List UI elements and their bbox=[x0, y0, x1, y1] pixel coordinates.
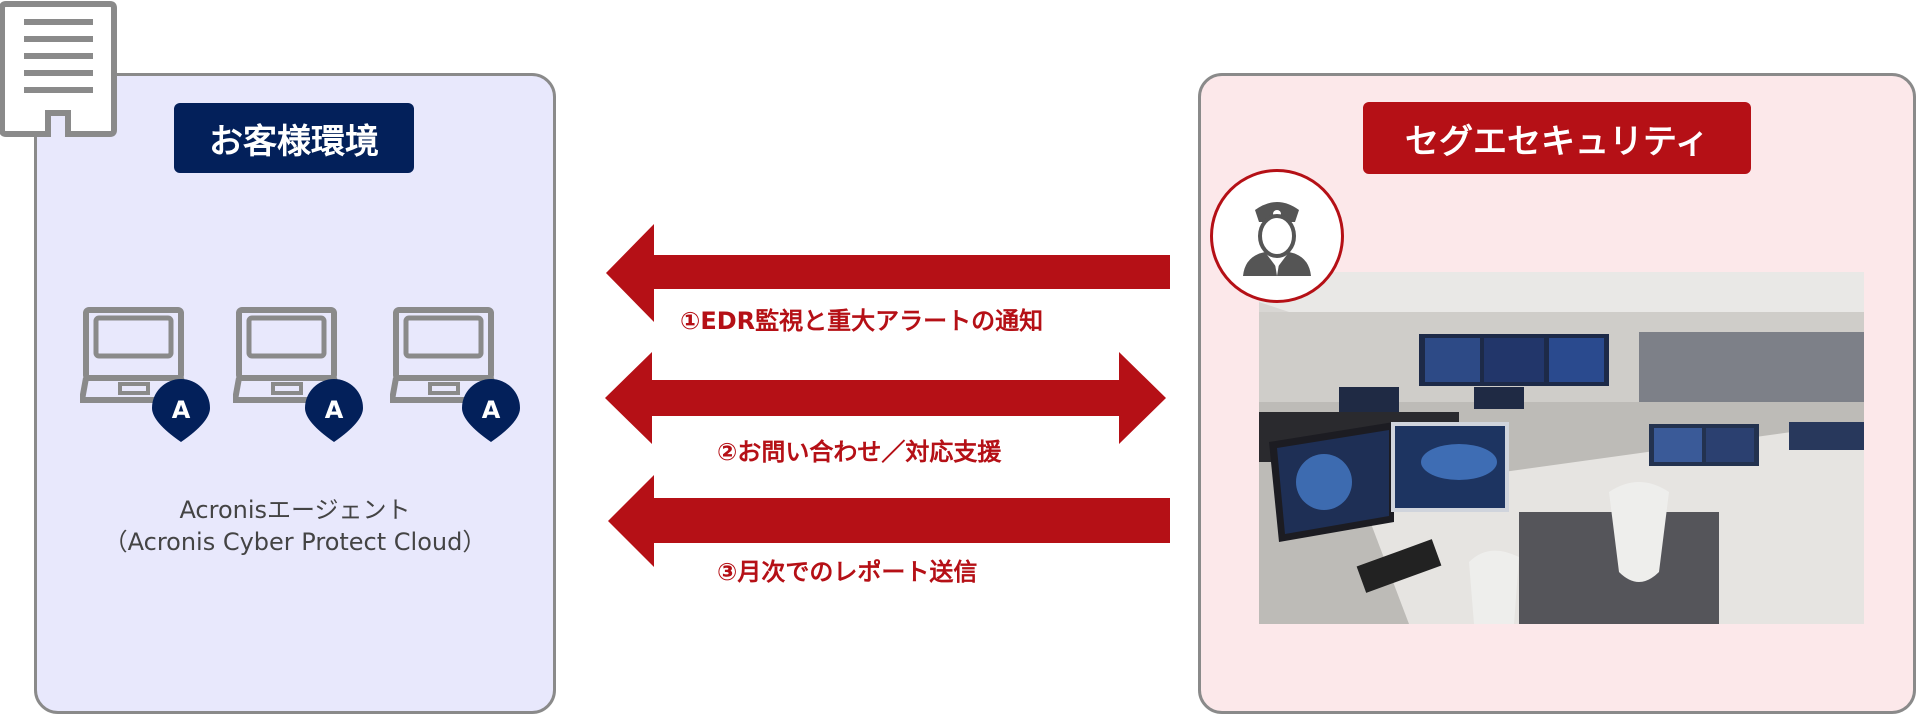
acronis-pin-icon: A bbox=[152, 379, 210, 442]
security-guard-avatar bbox=[1210, 169, 1344, 303]
agent-product-label: （Acronis Cyber Protect Cloud） bbox=[103, 528, 487, 556]
acronis-pin-icon: A bbox=[305, 379, 363, 442]
soc-room-photo bbox=[1259, 272, 1864, 624]
pin-letter: A bbox=[482, 396, 501, 424]
laptop-with-agent: A bbox=[78, 300, 210, 464]
laptop-with-agent: A bbox=[231, 300, 363, 464]
arrow-left-report bbox=[608, 475, 1170, 567]
segue-security-title: セグエセキュリティ bbox=[1363, 102, 1751, 174]
customer-environment-title: お客様環境 bbox=[174, 103, 414, 173]
building-document-icon bbox=[0, 1, 117, 137]
flow-label-report: ③月次でのレポート送信 bbox=[717, 558, 978, 586]
flow-label-support: ②お問い合わせ／対応支援 bbox=[717, 438, 1002, 466]
laptop-with-agent: A bbox=[388, 300, 520, 464]
acronis-pin-icon: A bbox=[462, 379, 520, 442]
security-guard-icon bbox=[1243, 202, 1311, 276]
pin-letter: A bbox=[325, 396, 344, 424]
flow-label-notification: ①EDR監視と重大アラートの通知 bbox=[680, 307, 1044, 335]
arrow-left-notification bbox=[606, 224, 1170, 322]
pin-letter: A bbox=[172, 396, 191, 424]
agent-label: Acronisエージェント bbox=[179, 496, 411, 524]
arrow-bidirectional-support bbox=[605, 352, 1166, 444]
